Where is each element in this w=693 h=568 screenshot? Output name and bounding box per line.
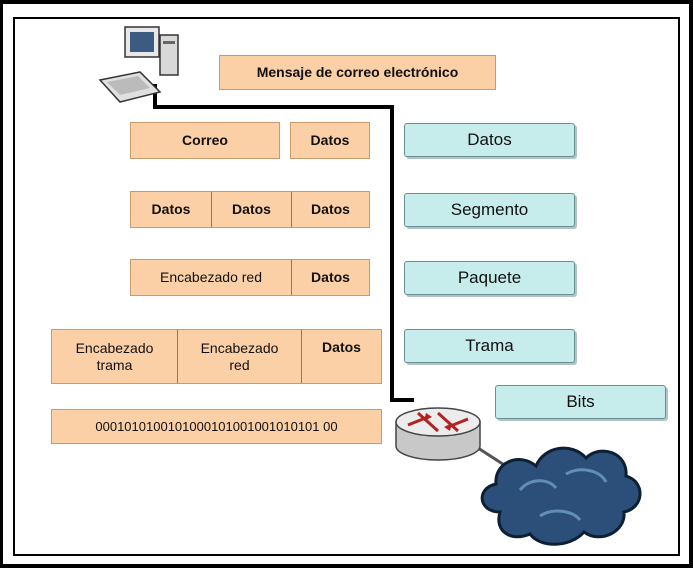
segment-cell: Datos: [291, 192, 369, 227]
segment-cell: Datos: [151, 201, 191, 217]
row1-cell-correo: Correo: [182, 132, 228, 148]
bits-row: 0001010100101000101001001010101 00: [51, 409, 382, 444]
frame-header-cell: Encabezado trama: [75, 339, 154, 373]
segment-cell: Datos: [211, 192, 291, 227]
frame-data-cell: Datos: [301, 330, 381, 383]
layer-segmento: Segmento: [404, 193, 575, 227]
email-message-label: Mensaje de correo electrónico: [256, 64, 459, 80]
frame-net-header-cell: Encabezado red: [177, 330, 301, 383]
layer-trama: Trama: [404, 329, 575, 363]
layer-label: Paquete: [457, 268, 522, 287]
data-row-1-datos: Datos: [290, 122, 370, 159]
bits-value: 0001010100101000101001001010101 00: [95, 419, 338, 434]
computer-icon: [98, 26, 179, 103]
email-message-box: Mensaje de correo electrónico: [219, 55, 496, 90]
frame-row: Encabezado trama Encabezado red Datos: [51, 329, 382, 384]
layer-label: Bits: [566, 392, 595, 411]
layer-label: Datos: [467, 130, 512, 149]
layer-paquete: Paquete: [404, 261, 575, 295]
packet-data-cell: Datos: [291, 260, 369, 295]
packet-row: Encabezado red Datos: [130, 259, 370, 296]
network-cloud-icon: [480, 446, 642, 546]
layer-label: Trama: [465, 336, 514, 355]
packet-header-cell: Encabezado red: [160, 269, 262, 285]
layer-datos: Datos: [404, 123, 575, 157]
router-icon: [395, 407, 481, 461]
segment-row: Datos Datos Datos: [130, 191, 370, 228]
layer-bits: Bits: [495, 385, 666, 419]
row1-cell-datos: Datos: [310, 132, 350, 148]
network-cable: [153, 84, 414, 402]
data-row-1: Correo: [130, 122, 280, 159]
layer-label: Segmento: [450, 200, 529, 219]
